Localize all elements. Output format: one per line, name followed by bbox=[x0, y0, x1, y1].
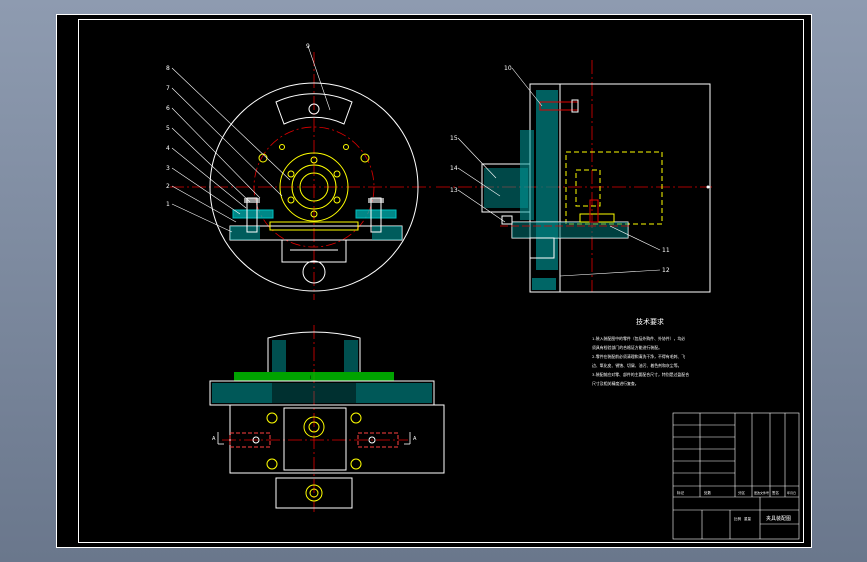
svg-text:I: I bbox=[310, 375, 311, 380]
title-block-scale: 比例 bbox=[734, 516, 742, 521]
title-block-weight: 重量 bbox=[744, 516, 752, 521]
balloon-side: 15 bbox=[450, 135, 458, 142]
tech-req-line: 1.装入装配图中的零件（包括外购件、外协件），均必 bbox=[592, 336, 685, 341]
title-block-label: 更改文件号 bbox=[754, 490, 769, 495]
tech-req-title: 技术要求 bbox=[636, 317, 664, 326]
drawing-sheet bbox=[56, 14, 812, 548]
title-block-label: 年月日 bbox=[787, 490, 796, 495]
tech-req-line: 边、氧化皮、锈蚀、切屑、油污、着色剂和灰尘等。 bbox=[592, 363, 681, 368]
tech-req-line: 3.装配前应对零、部件的主要配合尺寸，特别是过盈配合 bbox=[592, 372, 689, 377]
title-block-label: 标记 bbox=[677, 490, 685, 495]
title-block bbox=[672, 412, 800, 540]
balloon-front: 8 bbox=[166, 65, 170, 72]
front-balloons: 9 8 7 6 5 4 3 2 1 bbox=[166, 43, 331, 233]
front-view bbox=[170, 52, 432, 300]
balloon-side: 13 bbox=[450, 187, 458, 194]
balloon-side: 12 bbox=[662, 267, 670, 274]
title-block-drawing-name: 夹具装配图 bbox=[766, 515, 791, 522]
balloon-front: 7 bbox=[166, 85, 170, 92]
balloon-side: 10 bbox=[504, 65, 512, 72]
tech-req-line: 须具有检验部门的合格证方能进行装配。 bbox=[592, 345, 662, 350]
side-view bbox=[436, 60, 712, 293]
tech-requirements: 技术要求 1.装入装配图中的零件（包括外购件、外协件），均必 须具有检验部门的合… bbox=[592, 317, 689, 386]
balloon-front: 9 bbox=[306, 43, 310, 50]
balloon-side: 11 bbox=[662, 247, 670, 254]
section-mark-left: A bbox=[212, 436, 216, 442]
balloon-front: 3 bbox=[166, 165, 170, 172]
balloon-front: 2 bbox=[166, 183, 170, 190]
balloon-front: 5 bbox=[166, 125, 170, 132]
top-view: I A A bbox=[209, 325, 445, 512]
outer-border bbox=[56, 14, 812, 548]
insertion-marker bbox=[706, 185, 710, 189]
balloon-front: 4 bbox=[166, 145, 170, 152]
balloon-side: 14 bbox=[450, 165, 458, 172]
inner-frame bbox=[78, 19, 804, 543]
tech-req-line: 尺寸及相关精度进行复查。 bbox=[592, 381, 639, 386]
title-block-label: 处数 bbox=[704, 490, 712, 495]
tech-req-line: 2.零件在装配前必须清理和清洗干净，不得有毛刺、飞 bbox=[592, 354, 685, 359]
title-block-label: 分区 bbox=[738, 490, 746, 495]
section-mark-right: A bbox=[413, 436, 417, 442]
balloon-front: 1 bbox=[166, 201, 170, 208]
title-block-label: 签名 bbox=[772, 490, 779, 495]
balloon-front: 6 bbox=[166, 105, 170, 112]
side-balloons: 10 15 14 13 11 12 bbox=[450, 65, 670, 277]
